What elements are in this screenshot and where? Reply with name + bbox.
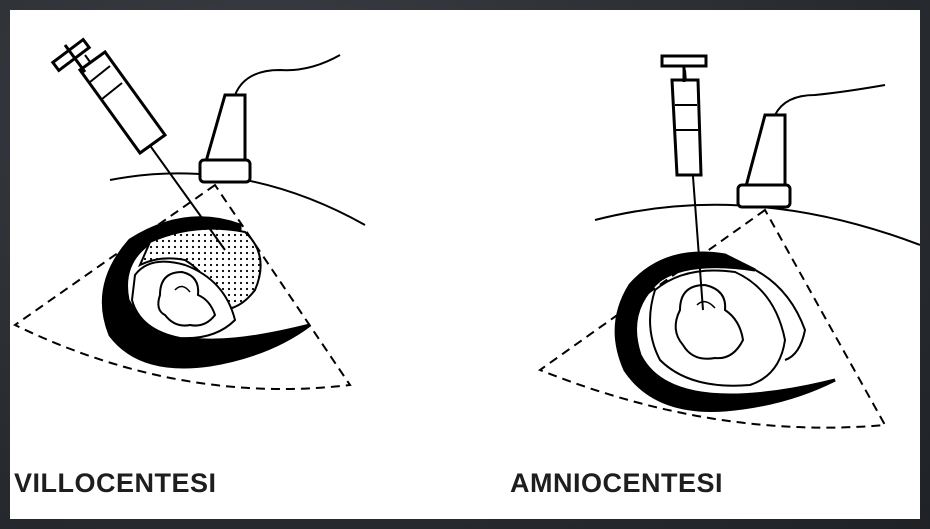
abdomen-outline <box>595 205 920 245</box>
amniocentesis-caption: AMNIOCENTESI <box>510 468 723 499</box>
villocentesis-illustration <box>10 10 465 450</box>
amniocentesis-drawing <box>465 10 920 450</box>
diagram-panel: VILLOCENTESI AMNIOCENTESI <box>10 10 920 519</box>
villocentesis-drawing <box>10 10 465 450</box>
amniocentesis-illustration <box>465 10 920 450</box>
ultrasound-probe <box>200 55 340 182</box>
villocentesis-caption: VILLOCENTESI <box>14 468 217 499</box>
ultrasound-probe <box>738 85 885 207</box>
